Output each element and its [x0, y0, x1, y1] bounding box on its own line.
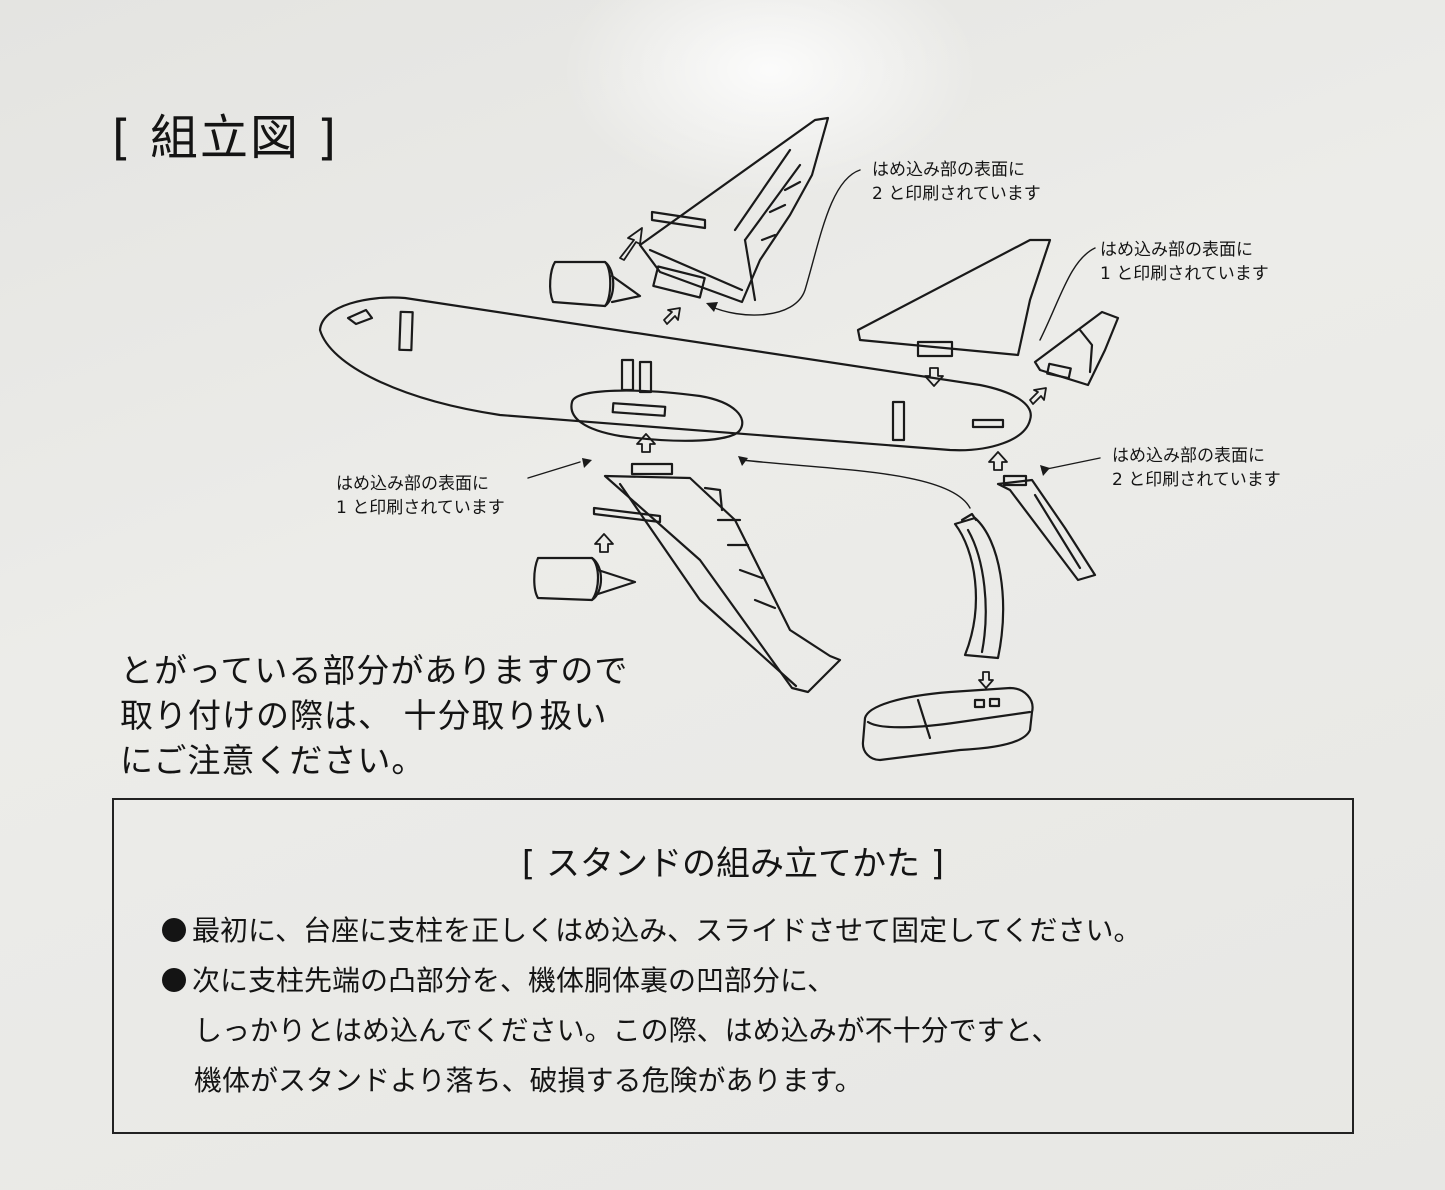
stand-pillar — [953, 512, 1005, 660]
bullet-icon — [162, 918, 186, 942]
tail-fin — [1033, 310, 1120, 387]
instruction-continuation: 機体がスタンドより落ち、破損する危険があります。 — [194, 1064, 863, 1097]
assembly-diagram — [318, 116, 1120, 762]
callout-line: はめ込み部の表面に — [1112, 446, 1265, 466]
bullet-icon — [162, 968, 186, 992]
callout-upper-wing: はめ込み部の表面に 2 と印刷されています — [872, 158, 1041, 206]
stand-instructions-box: [ スタンドの組み立てかた ] 最初に、台座に支柱を正しくはめ込み、スライドさせ… — [112, 798, 1354, 1134]
fuselage — [318, 296, 1032, 452]
callout-line: はめ込み部の表面に — [336, 474, 489, 494]
caution-text: とがっている部分がありますので 取り付けの際は、 十分取り扱い にご注意ください… — [120, 648, 628, 783]
lower-wing — [592, 462, 842, 694]
callout-line: はめ込み部の表面に — [872, 160, 1025, 180]
leader-arrowheads — [582, 302, 1050, 476]
caution-line: 取り付けの際は、 十分取り扱い — [120, 696, 608, 735]
callout-lower-wing: はめ込み部の表面に 1 と印刷されています — [336, 472, 505, 520]
assembly-arrows — [594, 227, 1047, 689]
callout-line: 2 と印刷されています — [872, 184, 1041, 204]
instruction-continuation: しっかりとはめ込んでください。この際、はめ込みが不十分ですと、 — [194, 1014, 1060, 1047]
instruction-item: 次に支柱先端の凸部分を、機体胴体裏の凹部分に、 — [162, 956, 1141, 1006]
lower-stabilizer — [996, 474, 1097, 582]
stand-instructions-body: 最初に、台座に支柱を正しくはめ込み、スライドさせて固定してください。 次に支柱先… — [162, 906, 1141, 1106]
lower-engine — [533, 556, 637, 602]
callout-line: 1 と印刷されています — [336, 498, 505, 518]
upper-wing — [638, 116, 830, 304]
callout-line: 1 と印刷されています — [1100, 264, 1269, 284]
callout-line: はめ込み部の表面に — [1100, 240, 1253, 260]
instruction-text: 次に支柱先端の凸部分を、機体胴体裏の凹部分に、 — [192, 964, 836, 997]
upper-engine — [549, 260, 642, 308]
leader-lines — [527, 169, 1101, 509]
caution-line: とがっている部分がありますので — [120, 651, 629, 690]
stand-base — [861, 686, 1034, 762]
callout-stabilizer: はめ込み部の表面に 1 と印刷されています — [1100, 238, 1269, 286]
caution-line: にご注意ください。 — [120, 741, 426, 780]
page-title: [ 組立図 ] — [112, 110, 338, 166]
callout-line: 2 と印刷されています — [1112, 470, 1281, 490]
instruction-item: 最初に、台座に支柱を正しくはめ込み、スライドさせて固定してください。 — [162, 906, 1141, 956]
stand-instructions-title: [ スタンドの組み立てかた ] — [521, 844, 945, 884]
callout-lower-stabilizer: はめ込み部の表面に 2 と印刷されています — [1112, 444, 1281, 492]
instruction-text: 最初に、台座に支柱を正しくはめ込み、スライドさせて固定してください。 — [192, 914, 1142, 947]
right-stabilizer — [856, 238, 1052, 358]
